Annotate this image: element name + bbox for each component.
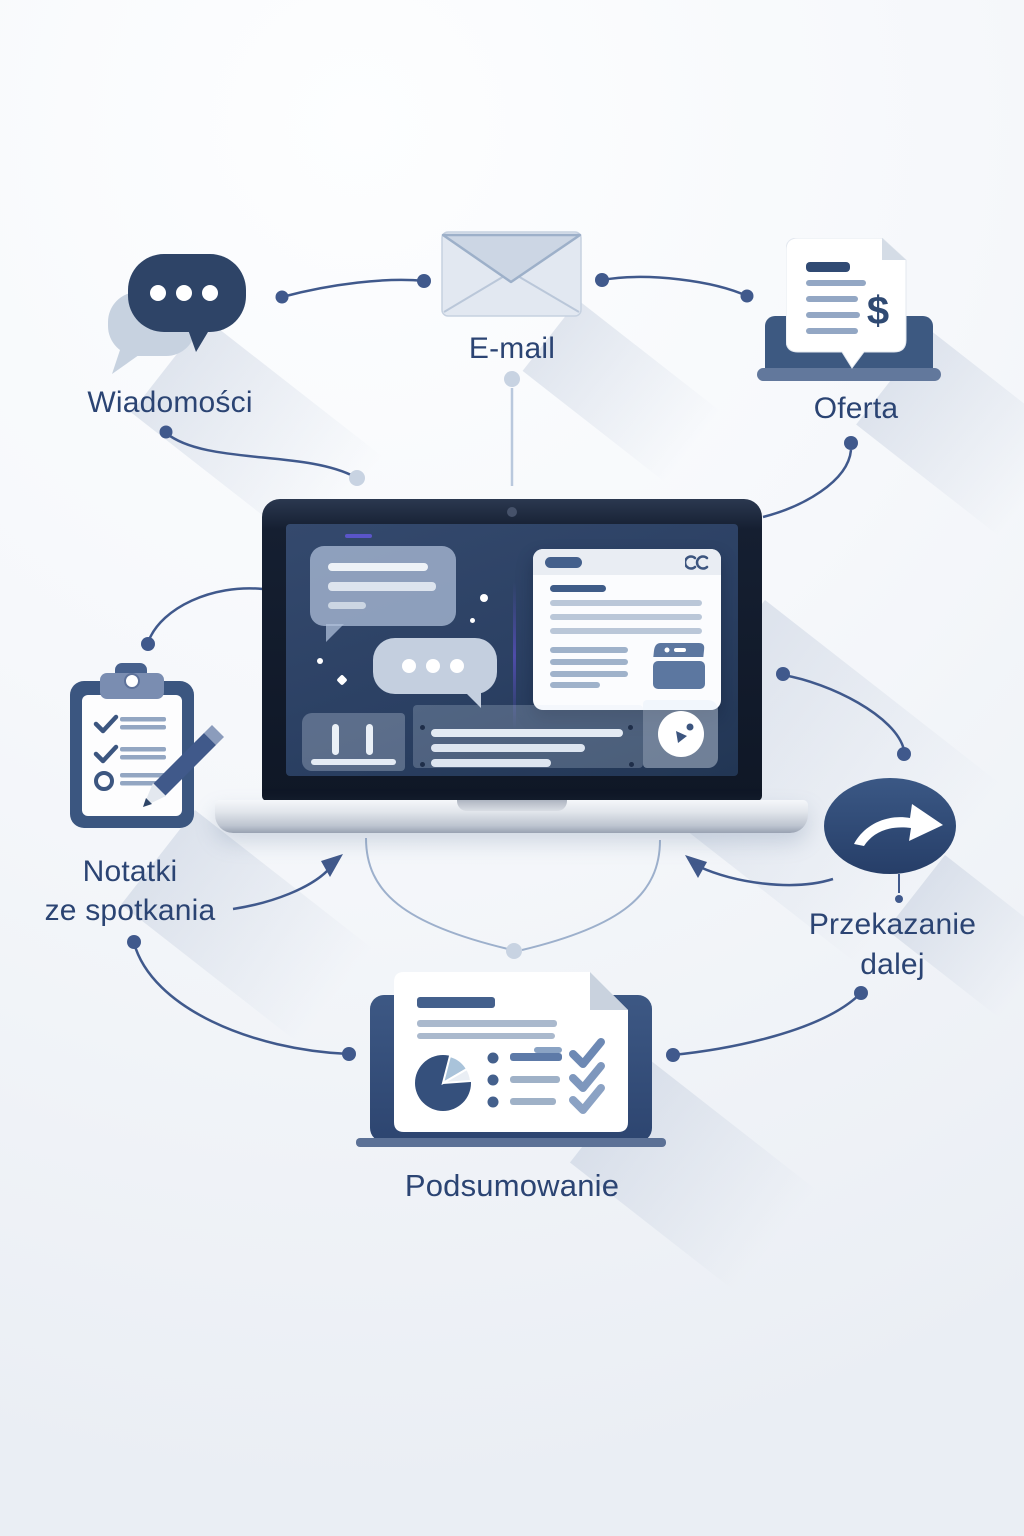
wiadomosci-label: Wiadomości	[87, 386, 253, 419]
text-line	[431, 759, 551, 767]
connector-dots-light	[349, 371, 522, 959]
podsumowanie-label: Podsumowanie	[404, 1168, 620, 1203]
text-line	[550, 647, 628, 653]
vertical-bar	[366, 724, 373, 755]
forward-arrow-glyph	[854, 804, 943, 846]
text-line	[550, 600, 702, 606]
tiny-dot	[420, 762, 425, 767]
typing-dot	[426, 659, 440, 673]
text-line	[431, 744, 585, 752]
laptop-screen	[286, 524, 738, 776]
oferta-label: Oferta	[813, 392, 899, 425]
sparkle-dot	[317, 658, 323, 664]
envelope-icon	[441, 231, 582, 317]
cc-glyph-icon	[685, 555, 709, 570]
purple-accent-bar	[345, 534, 372, 538]
przekazanie-label: Przekazanie dalej	[785, 905, 1000, 985]
edge-email-oferta	[601, 275, 748, 298]
edge-notatki-arrow	[232, 867, 331, 911]
przekazanie-label-line1: Przekazanie	[808, 908, 977, 941]
edge-wiadomosci-email	[281, 278, 425, 299]
connector-arrowheads	[321, 854, 707, 878]
document-header	[533, 549, 721, 575]
check-items	[93, 714, 119, 791]
laptop-notch	[457, 800, 567, 811]
tiny-dot	[628, 725, 633, 730]
edge-oferta-laptop	[762, 449, 853, 519]
przekazanie-label-line2: dalej	[860, 948, 925, 981]
podsumowanie-stand-base	[356, 1138, 666, 1147]
header-pill	[545, 557, 582, 568]
edge-laptop-przekazanie	[782, 673, 906, 751]
toolbar-action-panel	[643, 700, 718, 768]
webcam-icon	[507, 507, 517, 517]
tiny-dot	[420, 725, 425, 730]
text-line	[328, 582, 436, 591]
screen-typing-bubble	[373, 638, 497, 708]
vertical-bar	[332, 724, 339, 755]
text-line	[550, 659, 628, 665]
text-line	[550, 671, 628, 677]
cursor-glyph-icon	[676, 723, 694, 743]
text-line	[328, 602, 366, 609]
toolbar-pause-panel	[302, 713, 405, 771]
bullet-lines	[510, 1047, 562, 1105]
typing-dot	[450, 659, 464, 673]
checkmarks	[569, 1038, 605, 1114]
chat-front-bubble	[128, 254, 246, 352]
connector-dots	[127, 273, 911, 1062]
edge-laptop-notatki	[147, 587, 264, 641]
chat-bubbles-icon	[108, 254, 246, 374]
sparkle-diamond	[336, 674, 348, 686]
bullet-dots	[487, 1052, 499, 1108]
text-line	[328, 563, 428, 571]
text-line	[550, 682, 600, 688]
edge-laptop-brace-left	[365, 837, 509, 950]
arrowhead-icon	[685, 855, 707, 878]
tiny-dot	[629, 762, 634, 767]
sparkle-dot	[470, 618, 475, 623]
arrowhead-icon	[321, 854, 343, 877]
report-title-bar	[417, 997, 495, 1008]
sparkle-dot	[480, 594, 488, 602]
notatki-label-line1: Notatki	[82, 855, 178, 888]
dollar-sign-icon: $	[867, 289, 889, 333]
clipboard-checklist-pencil-icon	[70, 663, 225, 828]
notatki-label-line2: ze spotkania	[44, 894, 216, 927]
typing-dot	[402, 659, 416, 673]
email-label: E-mail	[468, 332, 556, 365]
forward-arrow-icon	[824, 778, 956, 874]
text-line	[550, 628, 702, 634]
notatki-label: Notatki ze spotkania	[20, 852, 240, 930]
underline-bar	[311, 759, 396, 765]
briefcase-card-icon	[653, 643, 705, 689]
pencil-icon	[143, 724, 225, 807]
folded-corner	[882, 238, 906, 260]
note-lines	[120, 717, 166, 786]
edge-laptop-brace-right	[521, 839, 661, 951]
pane-divider	[513, 582, 516, 730]
edge-wiadomosci-laptop	[165, 432, 356, 479]
pie-chart-icon	[415, 1054, 473, 1111]
clip-hole	[124, 673, 140, 689]
price-document-icon: $	[786, 238, 907, 369]
edge-przekazanie-arrow	[699, 865, 834, 887]
text-line	[550, 585, 606, 592]
edge-notatki-podsumowanie	[132, 942, 350, 1056]
text-line	[431, 729, 623, 737]
folded-corner	[590, 972, 628, 1010]
screen-document-panel	[533, 549, 721, 710]
toolbar-text-panel	[413, 705, 643, 768]
oferta-laptop-base	[757, 368, 941, 381]
screen-chat-bubble	[310, 546, 456, 642]
edge-podsumowanie-przekazanie	[672, 993, 861, 1057]
report-pie-checklist-icon	[394, 972, 628, 1132]
text-line	[550, 614, 702, 620]
